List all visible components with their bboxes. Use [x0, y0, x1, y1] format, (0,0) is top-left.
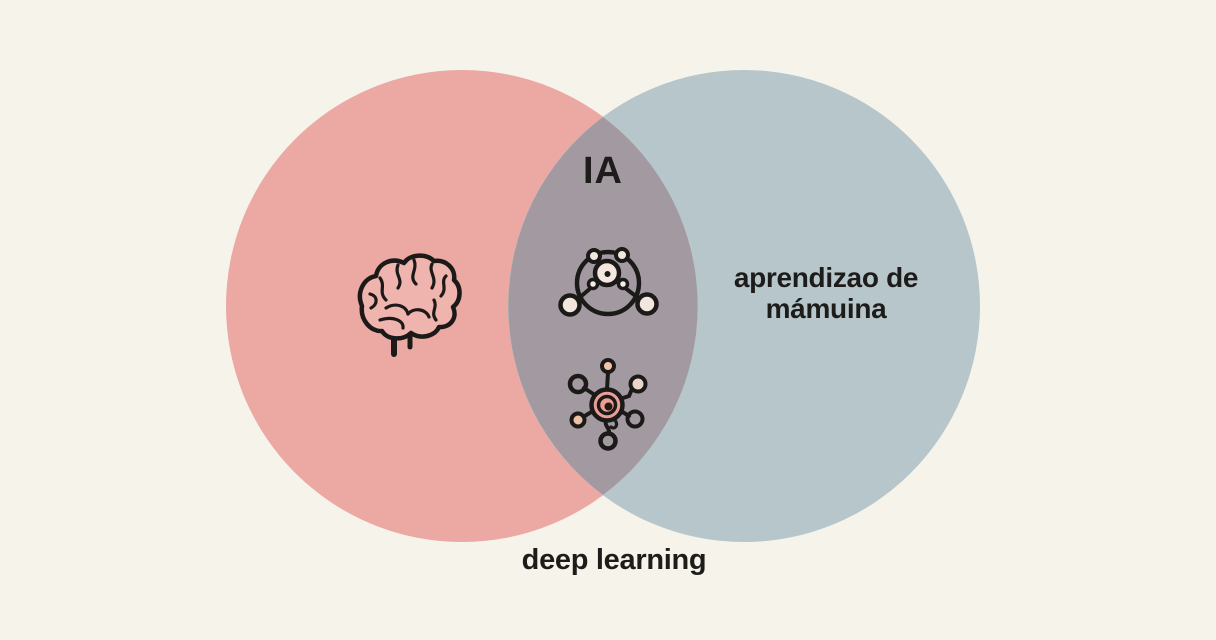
hub-center-inner-ring [596, 394, 618, 416]
overlap-region [508, 117, 698, 495]
brain-folds [368, 258, 448, 330]
hub-node-bottom [598, 431, 618, 451]
molecule-node-top-right [614, 247, 630, 263]
hub-node-upper-left [567, 373, 589, 395]
molecule-node-mid-right [616, 277, 630, 291]
hub-node-upper-right [628, 374, 648, 394]
caption-label: deep learning [521, 544, 707, 576]
hub-node-lower-left [569, 411, 587, 429]
right-circle-label: aprendizao de mámuina [733, 262, 919, 325]
overlap-label: IA [583, 150, 623, 192]
molecule-ring [574, 249, 642, 317]
molecule-node-bottom-right [635, 292, 659, 316]
brain-icon [357, 253, 462, 357]
molecule-node-mid-left [586, 277, 600, 291]
molecule-node-top-left [586, 248, 602, 264]
molecule-nucleus-dot [604, 271, 611, 277]
hub-node-top [600, 358, 616, 374]
molecule-node-bottom-left [558, 293, 582, 317]
hub-network-icon [567, 358, 648, 451]
neural-network-icon [558, 247, 659, 317]
hub-node-lower-right [625, 409, 645, 429]
hub-center-dot [604, 402, 613, 411]
